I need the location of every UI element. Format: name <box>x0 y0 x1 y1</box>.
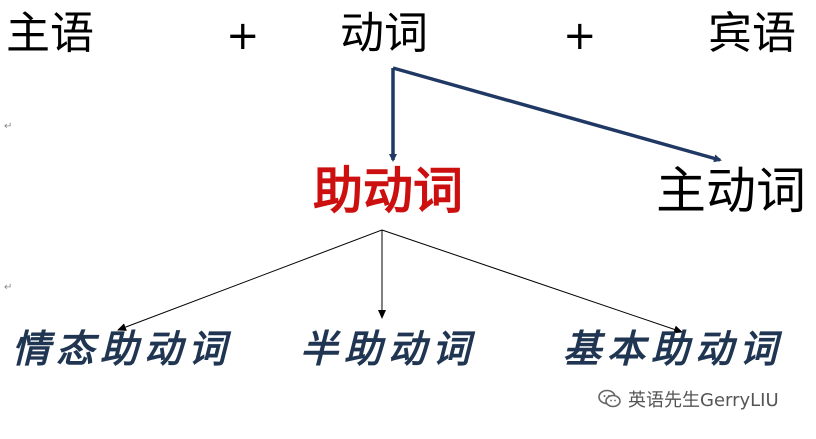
plus-sign-1: + <box>226 13 260 59</box>
paragraph-mark: ↵ <box>4 282 13 293</box>
label-main-verb: 主动词 <box>656 162 806 220</box>
plus-sign-2: + <box>563 13 597 59</box>
label-subject: 主语 <box>6 8 94 59</box>
label-basic-auxiliary: 基本助动词 <box>563 326 784 371</box>
label-object: 宾语 <box>708 8 796 59</box>
label-auxiliary-verb: 助动词 <box>313 161 463 220</box>
paragraph-mark: ↵ <box>4 121 13 132</box>
arrow-auxiliary-to-basic <box>381 229 683 334</box>
label-verb: 动词 <box>340 8 428 59</box>
label-semi-auxiliary: 半助动词 <box>300 326 477 371</box>
watermark-text: 英语先生GerryLIU <box>628 390 779 411</box>
wechat-icon <box>598 388 622 414</box>
arrow-verb-to-main-verb <box>392 66 722 163</box>
watermark: 英语先生GerryLIU <box>598 388 779 414</box>
label-modal-auxiliary: 情态助动词 <box>12 326 233 371</box>
arrow-auxiliary-to-modal <box>117 229 383 331</box>
